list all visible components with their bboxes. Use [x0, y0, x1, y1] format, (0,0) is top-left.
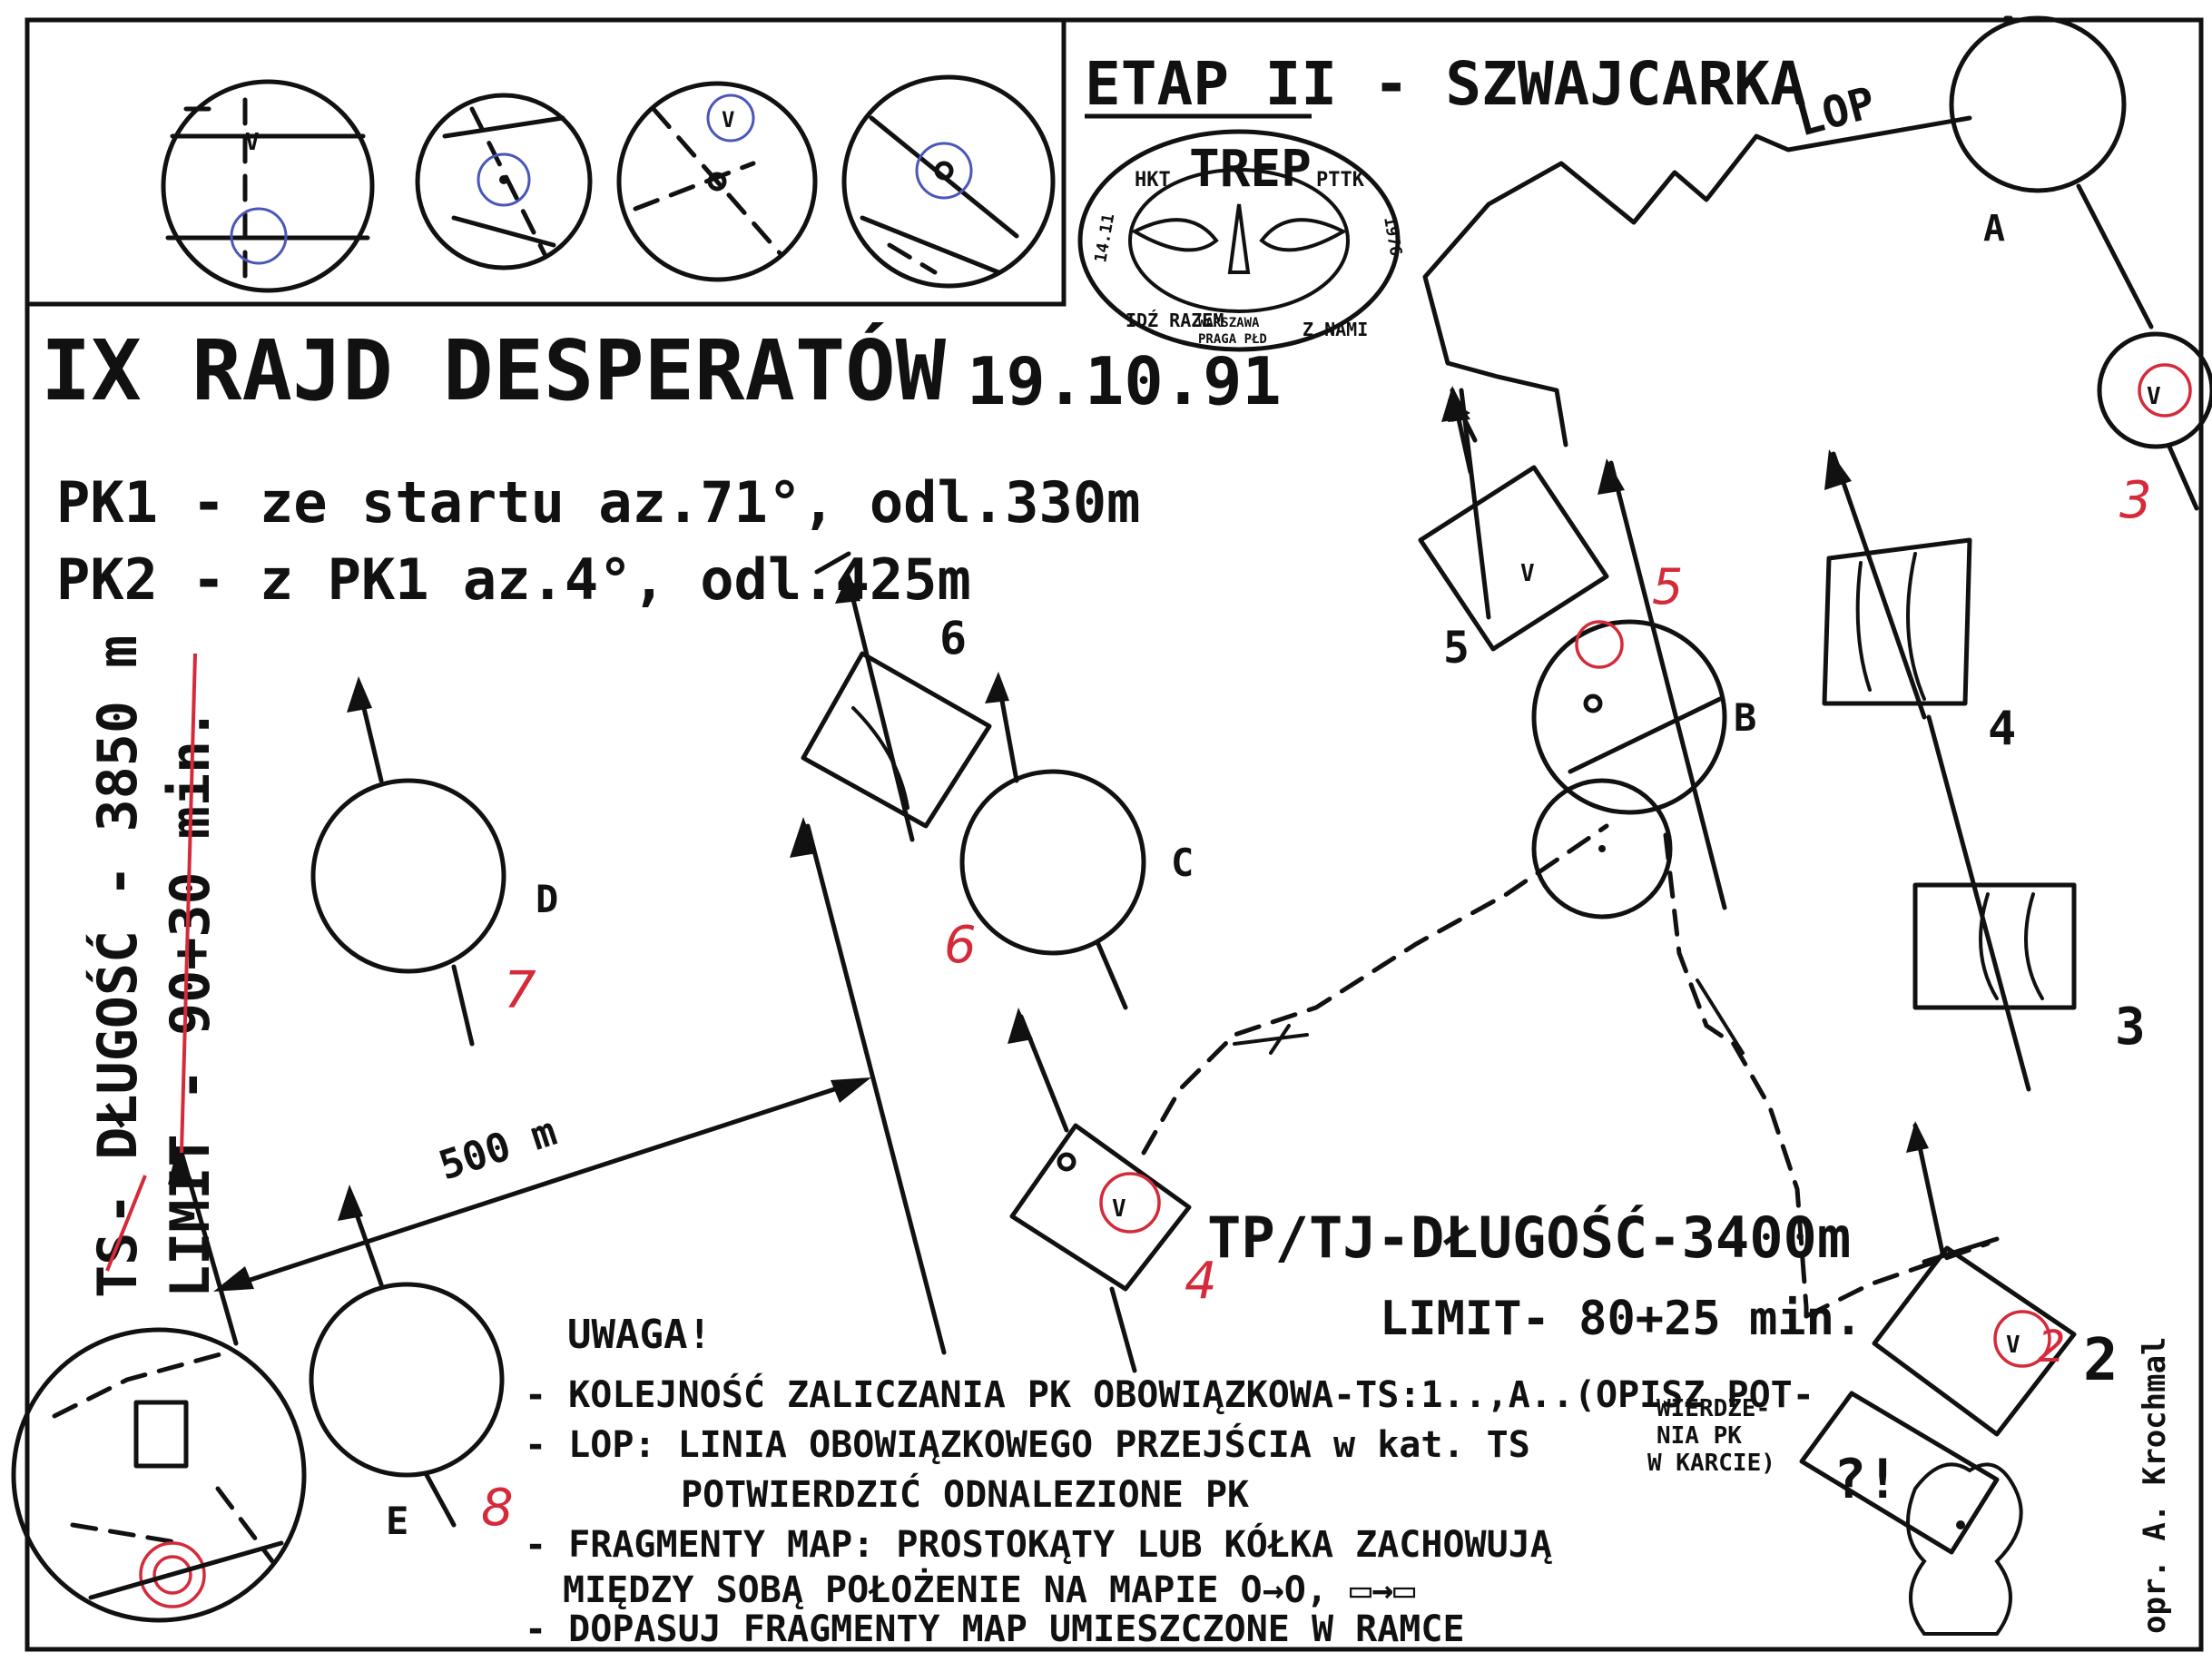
long-arrow: [805, 823, 947, 1355]
stamp-bottom-right: Z NAMI: [1303, 319, 1368, 340]
stamp-district: PRAGA PŁD: [1198, 332, 1267, 347]
pk1-instruction: PK1 - ze startu az.71°, odl.330m: [56, 469, 1140, 536]
stamp-pttk: PTTK: [1316, 169, 1365, 192]
ts-length: - DŁUGOŚĆ - 3850 m: [85, 635, 150, 1225]
inset-fragment-4: [841, 74, 1056, 289]
lop-line: LOP: [1422, 77, 1972, 447]
author-credit: opr. A. Krochmal: [2137, 1336, 2173, 1634]
notes-line6: - DOPASUJ FRAGMENTY MAP UMIESZCZONE W RA…: [525, 1608, 1465, 1650]
svg-text:V: V: [722, 107, 734, 133]
circle-e: E 8: [309, 1185, 514, 1543]
circle-d-label: D: [536, 877, 558, 921]
exclaim-badge: ?!: [1799, 1391, 2000, 1555]
red-number-6: 6: [944, 916, 977, 975]
stamp-year: 1976: [1380, 215, 1405, 257]
fragment-3-circle: V: [2097, 331, 2212, 511]
svg-text:V: V: [1112, 1195, 1126, 1223]
fragment-3: 3: [1912, 714, 2146, 1092]
stage-title: ETAP II - SZWAJCARKA: [1085, 49, 1806, 119]
fragment-2-number: 2: [2083, 1327, 2119, 1394]
red-number-4: 4: [1185, 1252, 1217, 1311]
notes: UWAGA! - KOLEJNOŚĆ ZALICZANIA PK OBOWIĄZ…: [525, 1312, 1814, 1650]
red-number-7: 7: [504, 961, 536, 1020]
notes-heading: UWAGA!: [567, 1312, 712, 1358]
notes-line5: MIĘDZY SOBĄ POŁOŻENIE NA MAPIE O→O, ▭→▭: [563, 1568, 1415, 1611]
red-number-5: 5: [1652, 558, 1683, 615]
start-map-circle: [11, 1148, 307, 1623]
notes-line1b-2: NIA PK: [1657, 1422, 1742, 1450]
stamp-left-date: 14.11: [1091, 212, 1118, 264]
club-stamp: HKT TREP PTTK 14.11 1976 IDŹ RAZEM WARSZ…: [1077, 129, 1405, 352]
stamp-name: TREP: [1189, 140, 1312, 199]
fragment-3-number: 3: [2115, 998, 2146, 1057]
inset-fragment-2: [415, 93, 593, 270]
badge-text: ?!: [1834, 1448, 1899, 1511]
fragment-2: V 2 2: [1872, 1121, 2119, 1437]
tp-limit: LIMIT- 80+25 min.: [1380, 1292, 1863, 1346]
red-number-2: 2: [2038, 1322, 2066, 1372]
pk2-instruction: PK2 - z PK1 az.4°, odl.425m: [56, 546, 971, 613]
route-dashed-1: [1141, 823, 1609, 1156]
fragment-5-number: 5: [1443, 623, 1470, 674]
notes-line3: POTWIERDZIĆ ODNALEZIONE PK: [681, 1472, 1249, 1516]
route-dashed-2: [1663, 832, 1809, 1319]
stamp-city: WARSZAWA: [1198, 316, 1260, 330]
stamp-hkt: HKT: [1135, 169, 1171, 192]
fragment-6: 6 6: [801, 572, 992, 975]
red-number-8: 8: [481, 1479, 514, 1538]
circle-b: B: [1531, 619, 1756, 920]
circle-c: C: [959, 672, 1194, 1010]
notes-line1b-1: WIERDZE-: [1657, 1395, 1770, 1422]
tp-length: TP/TJ-DŁUGOŚĆ-3400m: [1207, 1205, 1851, 1271]
svg-text:V: V: [1520, 560, 1535, 587]
circle-a: A: [1949, 15, 2154, 329]
ts-block: TS - DŁUGOŚĆ - 3850 m LIMIT - 90+30 min.: [85, 635, 222, 1298]
event-title: IX RAJD DESPERATÓW: [41, 320, 947, 419]
event-date: 19.10.91: [967, 343, 1282, 419]
fragment-4: 4 3: [1822, 449, 2152, 756]
svg-text:V: V: [245, 129, 260, 156]
outer-frame: [25, 17, 2204, 1652]
inset-fragment-3: V: [616, 81, 818, 282]
scale-500m: 500 m: [213, 1077, 871, 1292]
notes-line1b-3: W KARCIE): [1647, 1450, 1775, 1477]
red-number-3: 3: [2119, 471, 2152, 530]
circle-a-label: A: [1983, 208, 2005, 250]
rooster-drawing: [1906, 1462, 2023, 1636]
circle-c-label: C: [1171, 841, 1194, 885]
fragment-red-4: V 4: [1008, 1008, 1217, 1373]
circle-b-label: B: [1734, 695, 1756, 740]
circle-d: D 7: [310, 676, 558, 1047]
scale-label: 500 m: [434, 1108, 563, 1189]
svg-text:V: V: [2006, 1332, 2020, 1359]
ts-strike: [105, 1175, 147, 1272]
inset-frame: [27, 20, 1067, 307]
notes-line4: - FRAGMENTY MAP: PROSTOKĄTY LUB KÓŁKA ZA…: [525, 1522, 1552, 1566]
notes-line2: - LOP: LINIA OBOWIĄZKOWEGO PRZEJŚCIA w k…: [525, 1422, 1530, 1466]
notes-line1: - KOLEJNOŚĆ ZALICZANIA PK OBOWIĄZKOWA-TS…: [525, 1372, 1814, 1416]
fragment-6-number: 6: [939, 612, 967, 664]
circle-e-label: E: [386, 1499, 408, 1543]
svg-text:V: V: [2147, 383, 2161, 410]
fragment-4-number: 4: [1988, 702, 2016, 756]
stamp-bottom-left: IDŹ RAZEM: [1126, 310, 1224, 331]
inset-fragment-1: V: [161, 79, 375, 293]
